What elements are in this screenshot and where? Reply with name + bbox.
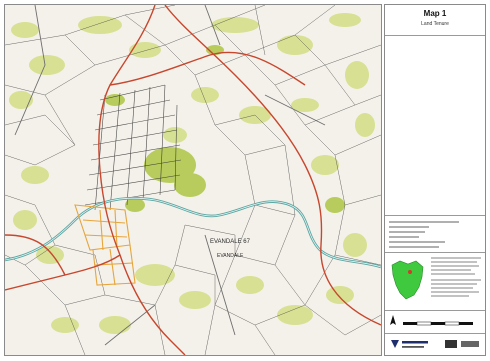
scale-bar-svg bbox=[390, 315, 473, 326]
note-line-2 bbox=[431, 261, 477, 263]
scale-text bbox=[385, 314, 485, 319]
scale-bar-box bbox=[385, 310, 485, 333]
map-title: Map 1 bbox=[423, 9, 447, 18]
map-area[interactable]: EVANDALE 67 EVANDALE bbox=[4, 4, 382, 356]
secondary-roads bbox=[14, 5, 326, 346]
info-line-file bbox=[389, 231, 425, 233]
note-line-9 bbox=[431, 291, 479, 293]
vegetation-patches bbox=[9, 13, 375, 334]
info-line-authorised bbox=[389, 241, 445, 243]
note-line-6 bbox=[431, 279, 481, 281]
scale-segment-1 bbox=[403, 322, 417, 325]
legend-panel: Map 1 Land Tenure bbox=[384, 4, 486, 356]
note-line-8 bbox=[431, 287, 473, 289]
place-label-2: EVANDALE bbox=[217, 253, 244, 259]
parcel-boundaries bbox=[5, 5, 381, 355]
info-line-version bbox=[389, 236, 419, 238]
note-line-10 bbox=[431, 295, 469, 297]
scale-segment-2 bbox=[416, 321, 432, 326]
info-line-project bbox=[389, 221, 459, 223]
note-line-7 bbox=[431, 283, 477, 285]
scale-segment-4 bbox=[444, 321, 460, 326]
title-block: Map 1 Land Tenure bbox=[385, 5, 485, 36]
study-info bbox=[385, 215, 485, 253]
tasmania-inset-svg bbox=[391, 260, 424, 300]
hydro-logo-icon bbox=[391, 340, 399, 348]
map-notes bbox=[431, 255, 483, 305]
logo-wordmark-line-2 bbox=[402, 346, 424, 348]
note-line-4 bbox=[431, 269, 471, 271]
river-highlight bbox=[5, 197, 381, 268]
north-arrow-icon bbox=[390, 315, 396, 325]
tasmania-shape bbox=[391, 260, 424, 300]
partner-logo-2-icon bbox=[461, 341, 479, 347]
partner-logo-icon bbox=[445, 340, 457, 348]
place-label: EVANDALE 67 bbox=[210, 239, 251, 245]
town-grid bbox=[84, 84, 182, 211]
map-subtitle: Land Tenure bbox=[421, 21, 449, 27]
scale-segment-3 bbox=[431, 322, 445, 325]
note-line-1 bbox=[431, 257, 481, 259]
vegetation-dense bbox=[105, 45, 345, 213]
map-svg: EVANDALE 67 EVANDALE bbox=[5, 5, 381, 355]
logo-block bbox=[385, 333, 485, 356]
location-marker-icon bbox=[408, 270, 412, 274]
tasmania-inset-icon bbox=[388, 255, 428, 305]
main-roads bbox=[5, 5, 381, 355]
logo-svg bbox=[391, 340, 479, 348]
info-line-prepared bbox=[389, 246, 439, 248]
note-line-3 bbox=[431, 265, 479, 267]
logo-wordmark-line-1 bbox=[402, 341, 428, 344]
info-line-scale bbox=[389, 226, 429, 228]
scale-segment-5 bbox=[459, 322, 473, 325]
note-line-5 bbox=[431, 273, 475, 275]
